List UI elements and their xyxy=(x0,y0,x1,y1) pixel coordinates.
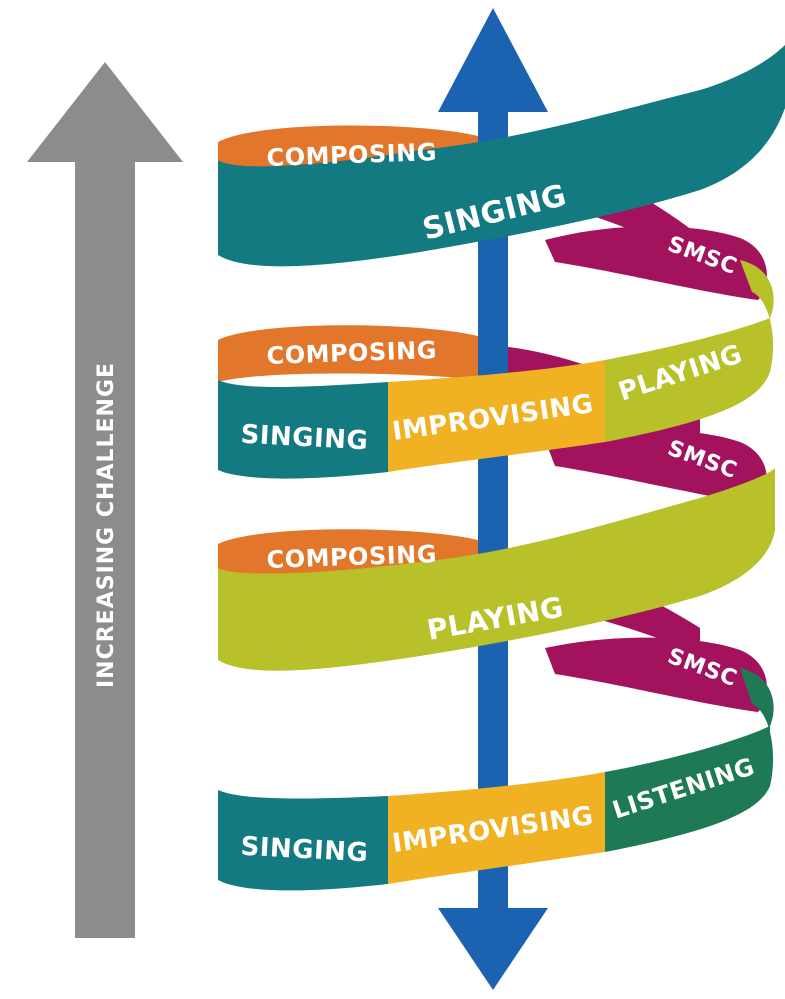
center-double-arrow xyxy=(438,8,548,990)
side-arrow-label: INCREASING CHALLENGE xyxy=(94,362,119,688)
singing-band-1 xyxy=(218,45,785,267)
increasing-challenge-arrow: INCREASING CHALLENGE xyxy=(27,62,183,938)
listening-segment-4 xyxy=(605,726,770,852)
improvising-segment-4 xyxy=(388,772,605,884)
label-composing-2: COMPOSING xyxy=(266,336,437,370)
smsc-loop-3 xyxy=(545,637,767,712)
side-arrow-shape xyxy=(27,62,183,938)
composing-band-2 xyxy=(218,325,478,382)
label-composing-3: COMPOSING xyxy=(266,540,437,574)
smsc-loop-2 xyxy=(545,429,767,504)
playing-segment-2 xyxy=(605,318,770,442)
label-singing-2: SINGING xyxy=(240,420,369,457)
playing-band-3 xyxy=(218,468,775,671)
listening-wrap-4 xyxy=(740,668,774,786)
label-composing-1: COMPOSING xyxy=(266,138,437,172)
label-singing-4: SINGING xyxy=(240,832,369,869)
playing-wrap-2 xyxy=(740,260,774,372)
singing-segment-4 xyxy=(218,790,388,891)
improvising-segment-2 xyxy=(388,360,605,472)
smsc-loop-1 xyxy=(545,226,767,300)
singing-segment-2 xyxy=(218,380,388,479)
center-arrow-shape xyxy=(438,8,548,990)
